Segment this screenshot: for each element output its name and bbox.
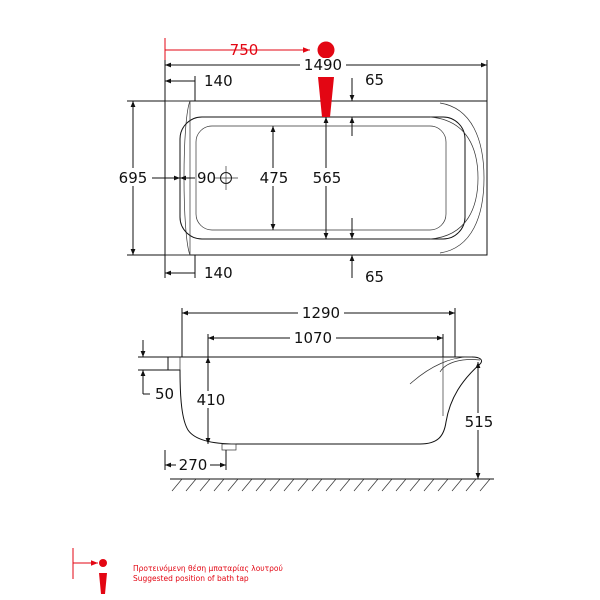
inner-length-label: 1070 xyxy=(294,329,332,347)
left-rim-bottom-label: 140 xyxy=(204,264,233,282)
top-length-label: 1290 xyxy=(302,304,340,322)
basin-inner-edge xyxy=(195,125,447,231)
headrest-curve xyxy=(429,116,479,240)
base-offset-label: 270 xyxy=(179,456,208,474)
tub-foot xyxy=(221,443,237,451)
basin-width-label: 565 xyxy=(313,169,342,187)
drain-offset-label: 90 xyxy=(197,169,216,187)
top-view: 750 1490 140 65 695 90 475 xyxy=(114,38,488,286)
drain-icon xyxy=(214,166,238,190)
tap-icon xyxy=(317,41,335,117)
legend-tap-icon xyxy=(72,548,107,594)
right-rim-bottom-label: 65 xyxy=(365,268,384,286)
depth-label: 410 xyxy=(197,391,226,409)
inner-width-label: 475 xyxy=(260,169,289,187)
legend: Προτεινόμενη θέση μπαταρίας λουτρού Sugg… xyxy=(72,548,283,594)
overall-height-label: 515 xyxy=(465,413,494,431)
legend-english-text: Suggested position of bath tap xyxy=(133,574,249,583)
floor-hatching xyxy=(171,478,491,492)
overall-length-label: 1490 xyxy=(304,56,342,74)
headrest-outer-curve xyxy=(439,102,485,254)
tub-side-outline xyxy=(167,356,483,445)
side-view: 1290 1070 50 410 515 270 xyxy=(138,304,496,492)
left-rim-top-label: 140 xyxy=(204,72,233,90)
legend-greek-text: Προτεινόμενη θέση μπαταρίας λουτρού xyxy=(133,564,283,573)
overall-width-label: 695 xyxy=(119,169,148,187)
tub-side-headrest-curve xyxy=(409,356,473,385)
tap-offset-label: 750 xyxy=(230,41,259,59)
right-rim-top-label: 65 xyxy=(365,71,384,89)
rim-thickness-label: 50 xyxy=(155,385,174,403)
